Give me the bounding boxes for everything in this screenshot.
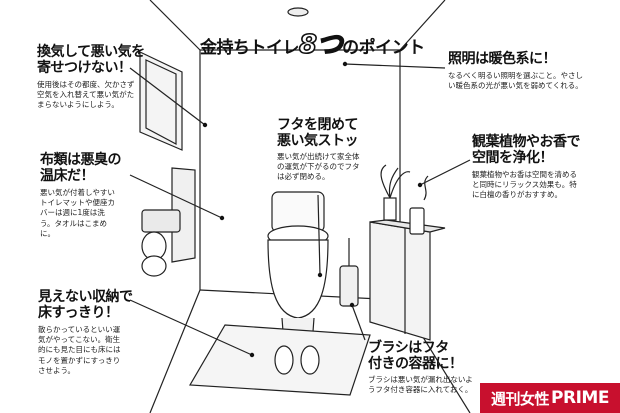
- plant-pot: [383, 197, 397, 221]
- leader-storage: [129, 299, 253, 356]
- tip-body: 悪い気が出続けて家全体 の運気が下がるのでフタ は必ず閉める。: [277, 152, 360, 182]
- leader-plant: [419, 159, 471, 186]
- tip-fabric: 布類は悪臭の 温床だ！ 悪い気が付着しやすい トイレマットや便座カ バーは週に1…: [40, 152, 122, 239]
- tip-body: 散らかっているといい運 気がやってこない。衛生 的にも見た目にも床には モノを置…: [38, 325, 121, 375]
- tip-ventilation: 換気して悪い気を 寄せつけない！ 使用後はその都度、欠かさず 空気を入れ替えて悪…: [37, 44, 145, 111]
- leader-lid: [317, 194, 321, 276]
- page-title: 金持ちトイレ8つのポイント: [200, 24, 425, 61]
- incense-smoke: [423, 175, 429, 201]
- toilet-paper-roll-2: [141, 255, 167, 277]
- tip-heading: 見えない収納で 床すっきり！: [38, 289, 133, 322]
- tip-hidden-storage: 見えない収納で 床すっきり！ 散らかっているといい運 気がやってこない。衛生 的…: [38, 289, 133, 376]
- brand-main: 週刊女性: [491, 389, 550, 408]
- tip-body: なるべく明るい照明を選ぶこと。やさし い暖色系の光が悪い気を弱めてくれる。: [448, 71, 583, 91]
- window-pane: [145, 59, 177, 145]
- toilet-brush-container: [339, 265, 359, 307]
- slipper-left: [274, 345, 294, 375]
- tip-heading: 照明は暖色系に！: [448, 51, 557, 67]
- tip-body: 悪い気が付着しやすい トイレマットや便座カ バーは週に1度は洗 う。タオルはこま…: [40, 188, 115, 238]
- leader-fabric: [129, 174, 223, 219]
- tip-close-lid: フタを閉めて 悪い気ストッ 悪い気が出続けて家全体 の運気が下がるのでフタ は必…: [277, 117, 360, 183]
- leader-ventilation: [129, 67, 206, 126]
- toilet-bowl: [267, 239, 329, 319]
- incense-holder: [409, 207, 425, 235]
- paper-holder: [141, 209, 181, 233]
- title-suffix: のポイント: [342, 38, 425, 58]
- tip-heading: 観葉植物やお香で 空間を浄化！: [472, 134, 581, 167]
- brand-suffix: PRIME: [551, 388, 609, 408]
- title-number: 8つ: [298, 29, 343, 61]
- floor-edge-left: [149, 289, 201, 413]
- ceiling-light: [287, 7, 309, 17]
- slipper-right: [300, 345, 320, 375]
- storage-cabinet-front: [369, 221, 431, 341]
- title-prefix: 金持ちトイレ: [200, 38, 300, 58]
- tip-lighting: 照明は暖色系に！ なるべく明るい照明を選ぶこと。やさし い暖色系の光が悪い気を弱…: [448, 51, 583, 91]
- tip-body: 観葉植物やお香は空間を清める と同時にリラックス効果も。特 に白檀の香りがおすす…: [472, 170, 577, 200]
- leader-brush: [351, 304, 366, 341]
- tip-brush-container: ブラシはフタ 付きの容器に！ ブラシは悪い気が漏れ出ないよ うフタ付き容器に入れ…: [368, 340, 473, 395]
- tip-heading: 布類は悪臭の 温床だ！: [40, 152, 122, 185]
- tip-body: 使用後はその都度、欠かさず 空気を入れ替えて悪い気がた まらないようにしよう。: [37, 80, 135, 110]
- leader-lighting: [344, 63, 446, 69]
- window: [139, 51, 183, 151]
- ceiling-edge-left: [149, 0, 201, 51]
- ceiling-edge-right: [399, 0, 446, 51]
- tip-heading: 換気して悪い気を 寄せつけない！: [37, 44, 145, 77]
- tip-heading: フタを閉めて 悪い気ストッ: [277, 117, 358, 150]
- tip-plants-incense: 観葉植物やお香で 空間を浄化！ 観葉植物やお香は空間を清める と同時にリラックス…: [472, 134, 581, 201]
- tip-heading: ブラシはフタ 付きの容器に！: [368, 340, 463, 373]
- plant-leaves: [380, 164, 411, 199]
- tip-body: ブラシは悪い気が漏れ出ないよ うフタ付き容器に入れておく。: [368, 375, 473, 395]
